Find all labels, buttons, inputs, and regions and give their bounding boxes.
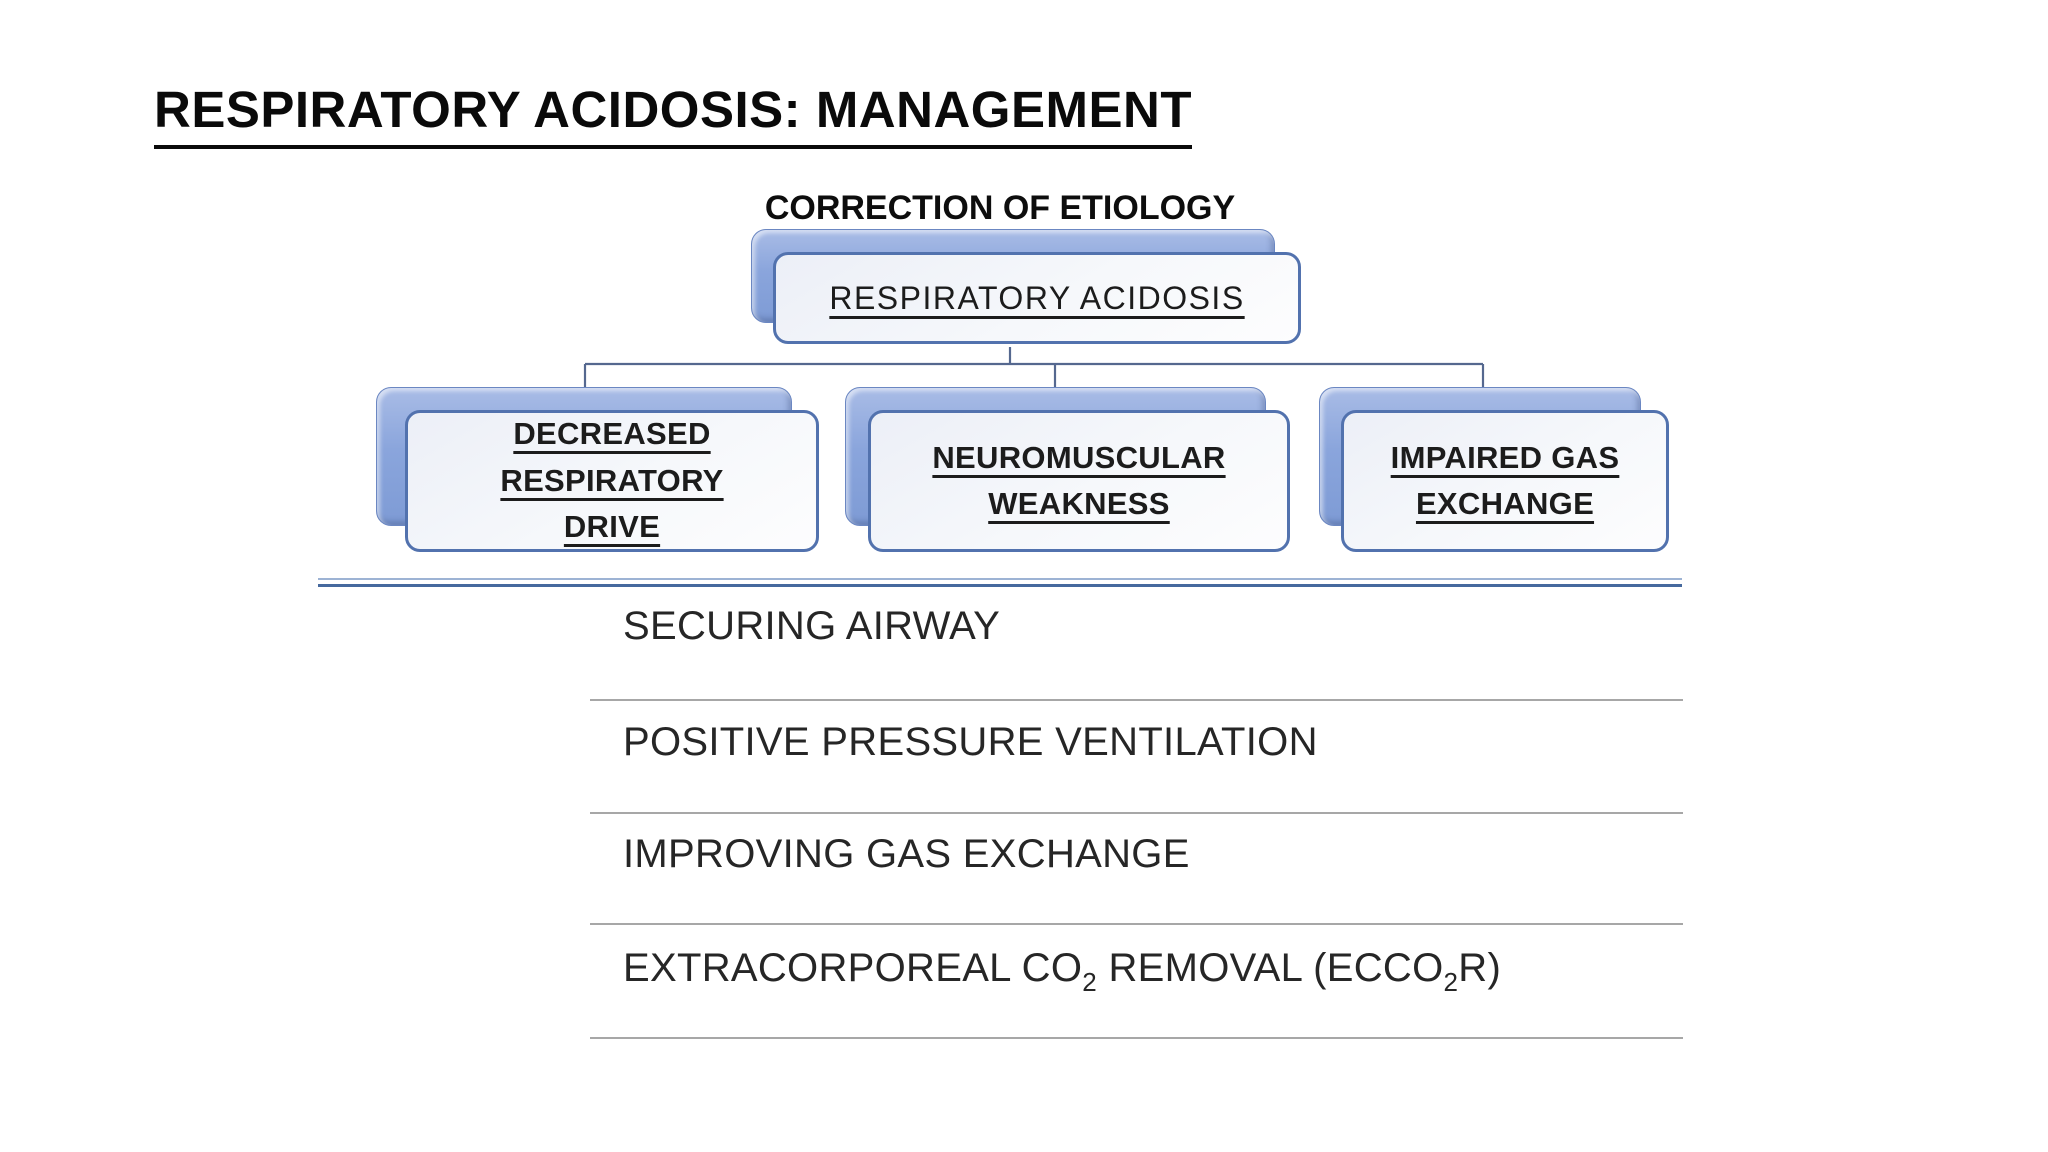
list-separator-line: [590, 923, 1683, 925]
slide-title: RESPIRATORY ACIDOSIS: MANAGEMENT: [154, 80, 1192, 149]
subscript-2: 2: [1443, 967, 1459, 997]
list-separator-line: [590, 1037, 1683, 1039]
list-item-text-part: R): [1458, 946, 1502, 990]
list-item-improving-gas-exchange: IMPROVING GAS EXCHANGE: [623, 832, 1190, 876]
section-divider-line: [318, 578, 1682, 587]
child-node-box-gas-exchange: IMPAIRED GAS EXCHANGE: [1341, 410, 1669, 552]
root-node-box: RESPIRATORY ACIDOSIS: [773, 252, 1301, 344]
child-node-label: NEUROMUSCULAR WEAKNESS: [932, 439, 1226, 522]
child-node-label: DECREASED RESPIRATORY DRIVE: [500, 416, 724, 545]
list-separator-line: [590, 812, 1683, 814]
child-node-box-neuromuscular: NEUROMUSCULAR WEAKNESS: [868, 410, 1290, 552]
root-node-label: RESPIRATORY ACIDOSIS: [829, 279, 1245, 316]
subscript-2: 2: [1082, 967, 1098, 997]
list-item-securing-airway: SECURING AIRWAY: [623, 604, 1001, 648]
list-item-extracorporeal-co2-removal: EXTRACORPOREAL CO2 REMOVAL (ECCO2R): [623, 946, 1502, 995]
child-node-box-decreased-drive: DECREASED RESPIRATORY DRIVE: [405, 410, 819, 552]
section-heading-text: CORRECTION OF ETIOLOGY: [764, 189, 1236, 234]
child-node-label: IMPAIRED GAS EXCHANGE: [1390, 439, 1620, 522]
list-item-positive-pressure-ventilation: POSITIVE PRESSURE VENTILATION: [623, 720, 1318, 764]
list-item-text-part: EXTRACORPOREAL CO: [623, 946, 1083, 990]
section-heading: CORRECTION OF ETIOLOGY: [720, 189, 1280, 234]
list-item-text-part: REMOVAL (ECCO: [1097, 946, 1444, 990]
list-separator-line: [590, 699, 1683, 701]
